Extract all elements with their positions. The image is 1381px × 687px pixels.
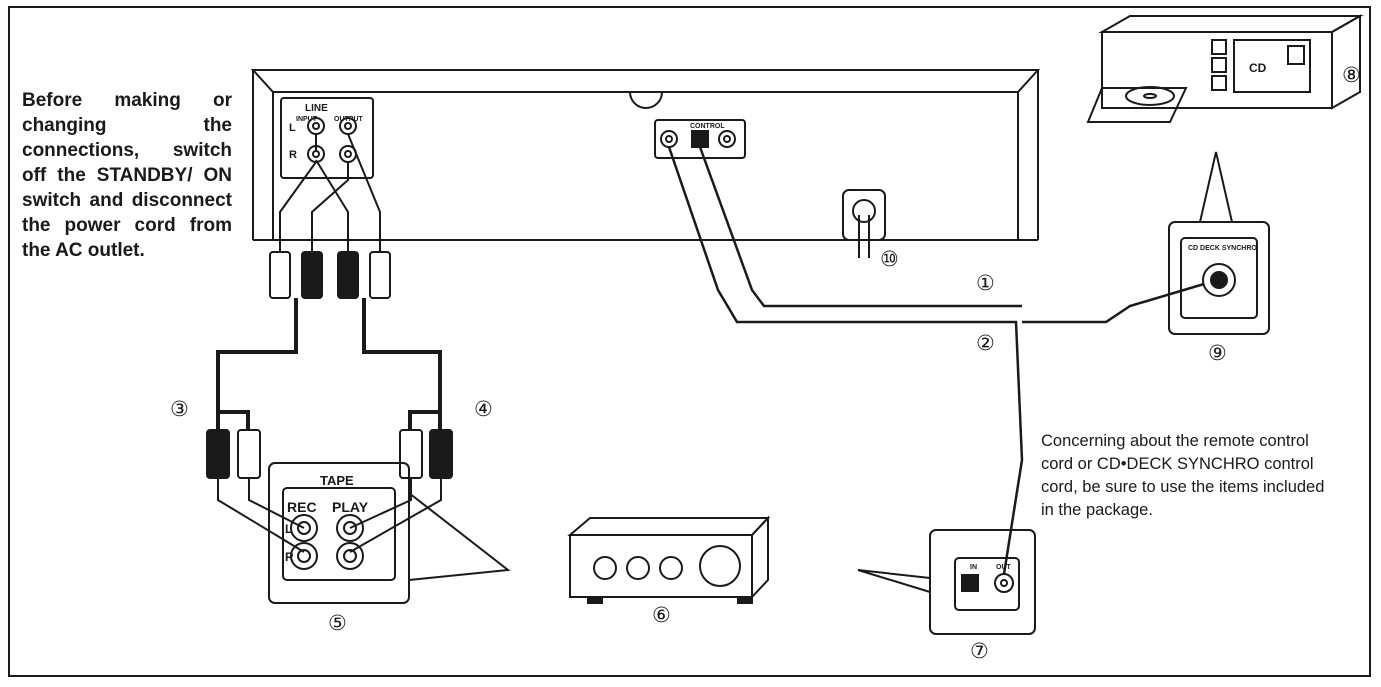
line-cable-leads <box>279 133 381 252</box>
amplifier-illustration <box>567 515 771 604</box>
deck-rear-panel <box>250 69 1041 241</box>
callout-9: ⑨ <box>1208 341 1227 365</box>
callout-7: ⑦ <box>970 639 989 663</box>
diagram-frame <box>8 6 1371 677</box>
out-label: OUT <box>996 564 1012 571</box>
input-label: INPUT <box>296 116 318 123</box>
control-label: CONTROL <box>690 123 725 130</box>
output-label: OUTPUT <box>334 116 364 123</box>
warning-text: Before making or changing the connection… <box>22 90 232 261</box>
tape-jack-panel <box>268 462 511 604</box>
line-r-label: R <box>289 149 297 161</box>
callout-4: ④ <box>474 397 493 421</box>
callout-1: ① <box>976 271 995 295</box>
cd-player-illustration <box>1086 14 1364 123</box>
line-label: LINE <box>305 103 328 114</box>
power-cord-entry <box>842 189 886 258</box>
control-cords <box>667 146 1205 575</box>
callout-5: ⑤ <box>328 611 347 635</box>
cord-note-text: Concerning about the remote control cord… <box>1041 432 1325 519</box>
control-jack-panel <box>654 119 746 159</box>
callout-6: ⑥ <box>652 603 671 627</box>
cd-label: CD <box>1249 61 1267 75</box>
line-plug-row <box>269 251 391 299</box>
tape-jack-leads <box>217 478 442 553</box>
callout-10: ⑩ <box>880 247 899 271</box>
callout-3: ③ <box>170 397 189 421</box>
stereo-cables <box>216 298 442 430</box>
amp-control-panel <box>857 529 1036 635</box>
line-l-label: L <box>289 122 296 134</box>
callout-8: ⑧ <box>1342 63 1361 87</box>
tape-plug-row <box>206 429 453 479</box>
tape-l-label: L <box>285 522 292 536</box>
tape-r-label: R <box>285 550 294 564</box>
play-label: PLAY <box>332 499 369 515</box>
rec-label: REC <box>287 499 317 515</box>
cd-synchro-panel <box>1168 151 1270 335</box>
callout-2: ② <box>976 331 995 355</box>
cd-deck-synchro-label: CD DECK SYNCHRO <box>1188 245 1257 252</box>
tape-label: TAPE <box>320 473 354 488</box>
in-label: IN <box>970 564 977 571</box>
